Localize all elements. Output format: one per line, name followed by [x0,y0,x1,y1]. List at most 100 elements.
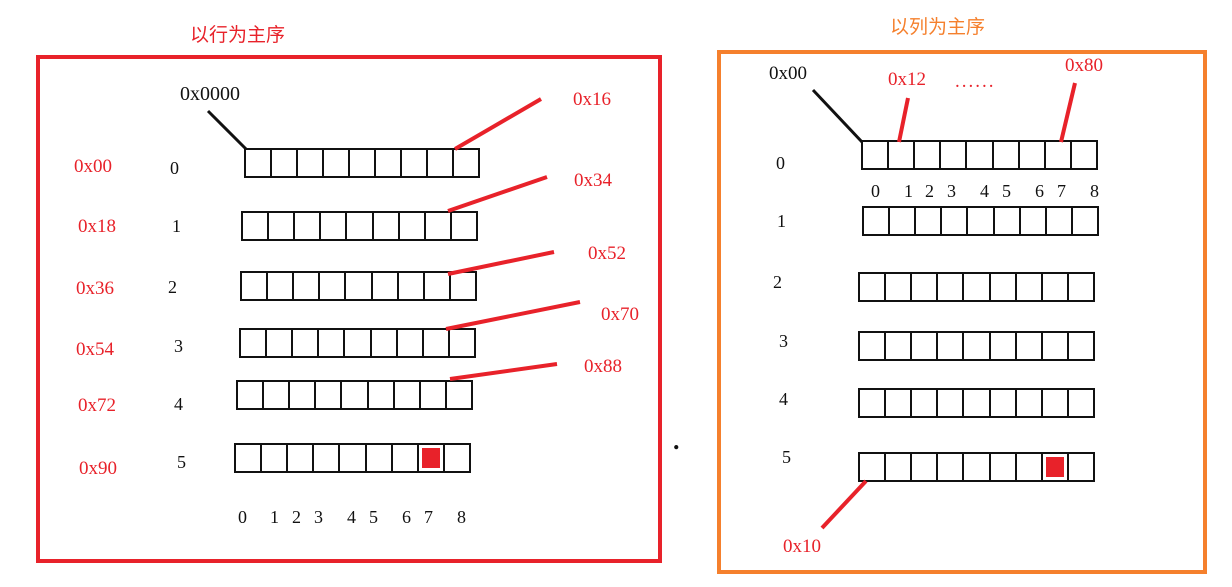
array-cell [296,150,322,176]
array-cell [988,274,1015,300]
row-major-array-row [234,443,471,473]
array-cell [910,274,936,300]
array-cell [374,150,400,176]
array-cell [863,142,887,168]
array-cell [910,390,936,416]
row-major-title: 以行为主序 [190,24,286,46]
row-major-col-tick: 4 [347,507,356,527]
array-cell [266,273,292,299]
col-major-row-index: 1 [777,211,786,231]
array-cell [291,330,317,356]
row-major-row-index: 5 [177,452,186,472]
array-cell [936,390,962,416]
array-cell [397,213,424,239]
col-major-row-index: 2 [773,272,782,292]
array-cell [236,445,260,471]
row-major-row-address: 0x18 [78,216,116,237]
array-cell [860,454,884,480]
array-cell [343,330,369,356]
array-cell [447,330,474,356]
row-major-array-row [241,211,478,241]
row-major-row-index: 2 [168,277,177,297]
col-major-row-index: 0 [776,153,785,173]
array-cell [1044,208,1071,234]
array-cell [936,274,962,300]
array-cell [1040,333,1067,359]
array-cell [317,330,343,356]
col-major-title: 以列为主序 [890,16,986,38]
col-major-array-row [858,331,1095,361]
array-cell [860,390,884,416]
array-cell [1066,333,1093,359]
col-major-base-label: 0x00 [769,63,807,84]
row-major-col-tick: 1 [270,507,279,527]
col-major-array-row [861,140,1098,170]
array-cell [1040,274,1067,300]
array-cell [338,445,364,471]
array-cell [1014,390,1041,416]
array-cell [936,333,962,359]
array-cell [962,454,988,480]
array-cell [914,208,940,234]
array-cell [262,382,288,408]
col-major-row-index: 5 [782,447,791,467]
array-cell [243,213,267,239]
array-cell [962,390,988,416]
array-cell [421,330,448,356]
end-address-label: 0x70 [601,304,639,325]
array-cell [238,382,262,408]
array-cell [260,445,286,471]
row-major-col-tick: 5 [369,507,378,527]
row-major-row-address: 0x54 [76,339,114,360]
array-cell [910,454,936,480]
array-cell [396,273,423,299]
array-cell [286,445,312,471]
array-cell [448,273,475,299]
array-cell [366,382,393,408]
array-cell [1043,142,1070,168]
array-cell [1040,390,1067,416]
array-cell [442,445,469,471]
array-cell [293,213,319,239]
col-major-col-tick: 3 [947,181,956,201]
row-major-array-row [244,148,480,178]
array-cell [423,213,450,239]
array-cell [267,213,293,239]
array-cell [988,454,1015,480]
col-major-row-index: 4 [779,389,788,409]
array-cell [292,273,318,299]
array-cell [422,273,449,299]
row-major-col-tick: 8 [457,507,466,527]
array-cell [449,213,476,239]
array-cell [246,150,270,176]
row-major-row-address: 0x90 [79,458,117,479]
row-major-col-tick: 3 [314,507,323,527]
array-cell [426,150,452,176]
ellipsis: ...... [955,71,996,92]
array-cell [1018,208,1045,234]
separator-dot: . [673,426,680,455]
col-major-col-tick: 0 [871,181,880,201]
col-major-top-label: 0x12 [888,69,926,90]
array-cell [962,274,988,300]
highlighted-cell [1040,454,1067,480]
array-cell [910,333,936,359]
array-cell [314,382,340,408]
array-cell [369,330,396,356]
row-major-row-index: 3 [174,336,183,356]
array-cell [344,273,370,299]
col-major-top-label: 0x80 [1065,55,1103,76]
array-cell [888,208,914,234]
row-major-row-index: 4 [174,394,183,414]
array-cell [265,330,291,356]
col-major-array-row [862,206,1099,236]
array-cell [270,150,296,176]
col-major-array-row [858,452,1095,482]
array-cell [241,330,265,356]
array-cell [913,142,939,168]
col-major-col-tick: 7 [1057,181,1066,201]
array-cell [1066,390,1093,416]
array-cell [319,213,345,239]
array-cell [444,382,471,408]
array-cell [288,382,314,408]
